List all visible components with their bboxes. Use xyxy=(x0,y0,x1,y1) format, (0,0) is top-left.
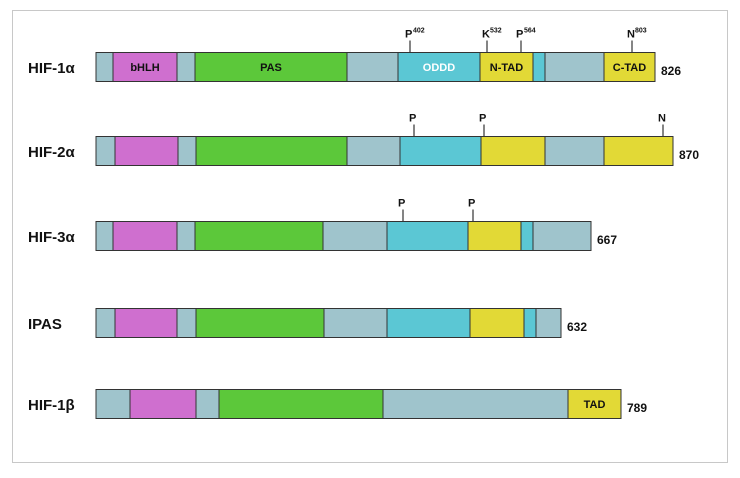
domain-label-pas: PAS xyxy=(260,62,282,74)
domain-linker-hif-1- xyxy=(382,389,569,419)
length-label-hif-2-: 870 xyxy=(679,148,699,162)
domain-linker-hif-1- xyxy=(95,52,114,82)
site-residue-number: 532 xyxy=(490,28,502,35)
domain-tad-ipas xyxy=(469,308,525,338)
domain-bhlh-ipas xyxy=(114,308,178,338)
site-label-p: P xyxy=(468,198,475,210)
protein-name-hif-3-: HIF-3α xyxy=(28,229,76,246)
site-residue-number: 803 xyxy=(635,28,647,35)
protein-name-hif-1-: HIF-1β xyxy=(28,397,75,414)
domain-tad-hif-2- xyxy=(480,136,546,166)
domain-tad-hif-1- xyxy=(603,52,656,82)
domain-linker-hif-1- xyxy=(346,52,399,82)
protein-name-ipas: IPAS xyxy=(28,316,62,333)
site-label-p: P xyxy=(398,198,405,210)
site-label-k: K xyxy=(482,29,490,41)
domain-linker-ipas xyxy=(535,308,562,338)
site-label-p: P xyxy=(479,113,486,125)
domain-pas-hif-2- xyxy=(195,136,348,166)
domain-oddd-hif-3- xyxy=(520,221,534,251)
domain-tad-hif-2- xyxy=(603,136,674,166)
site-residue-number: 402 xyxy=(413,28,425,35)
domain-linker-hif-1- xyxy=(95,389,131,419)
domain-linker-ipas xyxy=(176,308,197,338)
domain-linker-hif-2- xyxy=(346,136,401,166)
domain-bhlh-hif-2- xyxy=(114,136,179,166)
domain-label-oddd: ODDD xyxy=(423,62,455,74)
domain-linker-hif-1- xyxy=(195,389,220,419)
domain-tad-hif-1- xyxy=(479,52,534,82)
domain-pas-ipas xyxy=(195,308,325,338)
domain-label-tad: TAD xyxy=(584,399,606,411)
domain-tad-hif-3- xyxy=(467,221,522,251)
protein-name-hif-2-: HIF-2α xyxy=(28,144,76,161)
site-label-n: N xyxy=(627,29,635,41)
site-label-p: P xyxy=(405,29,412,41)
domain-linker-hif-3- xyxy=(95,221,114,251)
domain-linker-hif-2- xyxy=(177,136,197,166)
domain-linker-hif-1- xyxy=(176,52,196,82)
domain-pas-hif-3- xyxy=(194,221,324,251)
domain-bhlh-hif-3- xyxy=(112,221,178,251)
domain-linker-hif-2- xyxy=(544,136,605,166)
protein-name-hif-1-: HIF-1α xyxy=(28,60,76,77)
domain-linker-hif-3- xyxy=(322,221,388,251)
domain-linker-ipas xyxy=(323,308,388,338)
domain-bhlh-hif-1- xyxy=(112,52,178,82)
domain-linker-ipas xyxy=(95,308,116,338)
site-label-p: P xyxy=(516,29,523,41)
domain-pas-hif-1- xyxy=(218,389,384,419)
site-label-n: N xyxy=(658,113,666,125)
domain-pas-hif-1- xyxy=(194,52,348,82)
domain-tad-hif-1- xyxy=(567,389,622,419)
length-label-hif-3-: 667 xyxy=(597,233,617,247)
site-residue-number: 564 xyxy=(524,28,536,35)
length-label-hif-1-: 789 xyxy=(627,401,647,415)
length-label-ipas: 632 xyxy=(567,320,587,334)
domain-oddd-ipas xyxy=(386,308,471,338)
domain-linker-hif-2- xyxy=(95,136,116,166)
domain-oddd-hif-2- xyxy=(399,136,482,166)
length-label-hif-1-: 826 xyxy=(661,64,681,78)
domain-oddd-hif-1- xyxy=(532,52,546,82)
domain-label-tad: N-TAD xyxy=(490,62,523,74)
domain-label-tad: C-TAD xyxy=(613,62,646,74)
domain-label-bhlh: bHLH xyxy=(130,62,159,74)
domain-linker-hif-3- xyxy=(176,221,196,251)
site-label-p: P xyxy=(409,113,416,125)
domain-linker-hif-1- xyxy=(544,52,605,82)
domain-bhlh-hif-1- xyxy=(129,389,197,419)
domain-oddd-hif-3- xyxy=(386,221,469,251)
domain-linker-hif-3- xyxy=(532,221,592,251)
domain-oddd-ipas xyxy=(523,308,537,338)
